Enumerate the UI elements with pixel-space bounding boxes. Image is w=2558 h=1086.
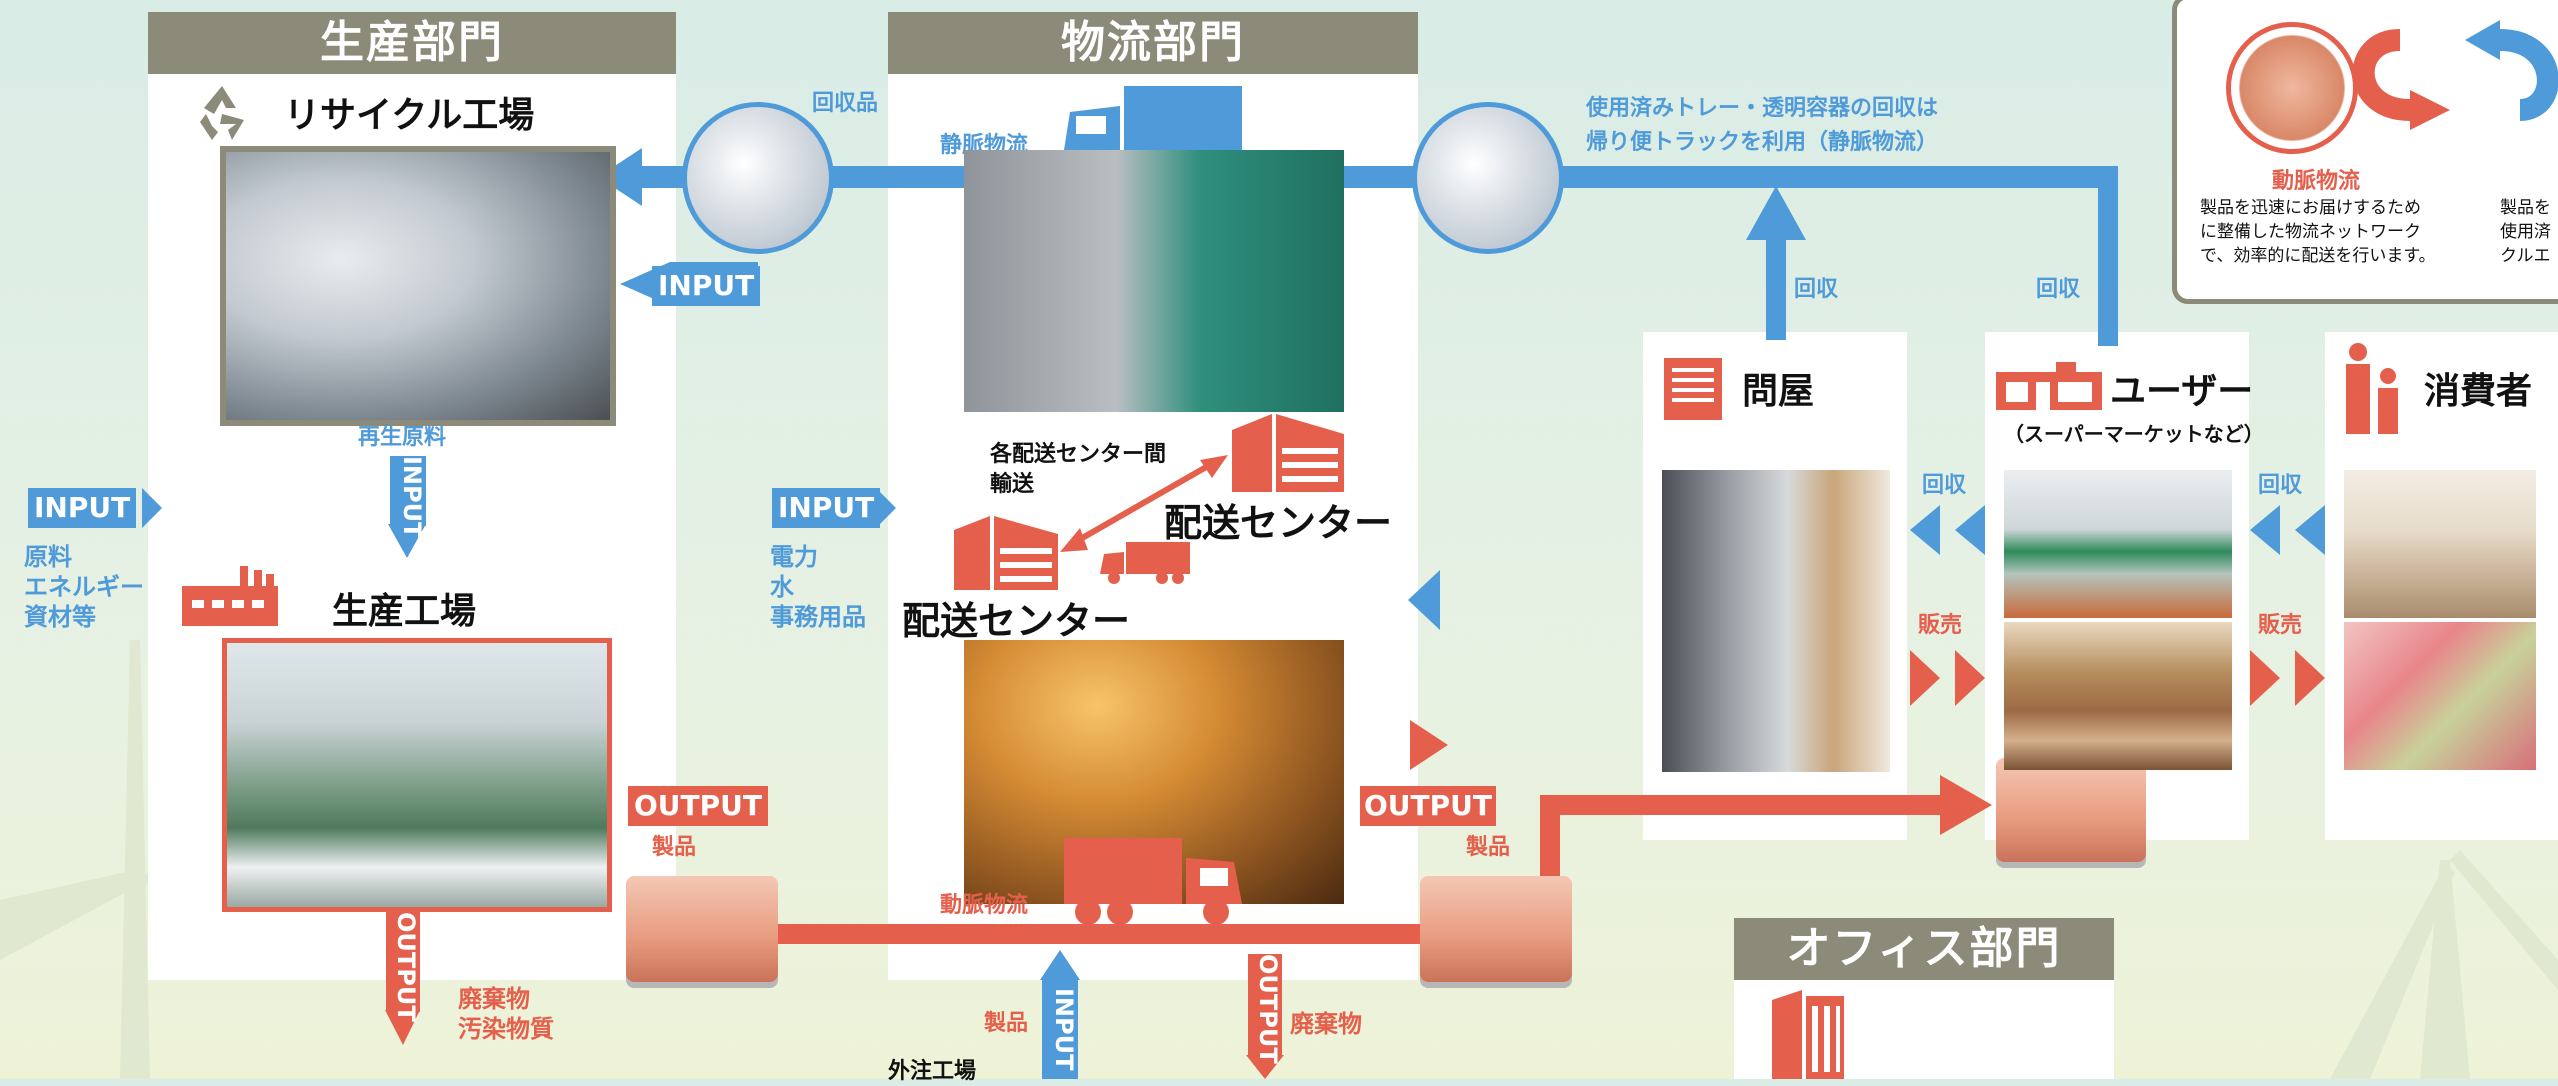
output-tag-logistics: OUTPUT	[1360, 786, 1496, 826]
sale-label-1: 販売	[1918, 613, 1963, 638]
input-item: 電力	[770, 543, 818, 571]
product-tray-stack-3	[1996, 758, 2146, 862]
recycle-plant-photo	[220, 146, 616, 426]
supermarket-photo	[2004, 622, 2232, 770]
collect-label-1: 回収	[1794, 277, 1839, 302]
wholesaler-photo	[1662, 470, 1890, 772]
office-header: オフィス部門	[1734, 918, 2114, 980]
product-tray-stack-1	[626, 876, 778, 982]
user-title: ユーザー	[2110, 371, 2254, 412]
output-tag-production-waste: OUTPUT	[386, 912, 420, 1022]
input-item: 資材等	[24, 603, 96, 631]
logistics-input-items: 電力 水 事務用品	[770, 542, 866, 632]
store-icon	[1996, 362, 2102, 410]
recycled-material-label: 再生原料	[358, 425, 447, 450]
legend-description: 製品を迅速にお届けするため に整備した物流ネットワーク で、効率的に配送を行いま…	[2200, 196, 2436, 268]
user-subtitle: （スーパーマーケットなど）	[2004, 422, 2264, 446]
input-tag-recycled-material: INPUT	[390, 456, 426, 538]
inter-center-line: 各配送センター間	[990, 442, 1167, 467]
collect-label-3: 回収	[1922, 473, 1967, 498]
recycle-icon	[192, 82, 252, 142]
logistics-product-out-label: 製品	[1466, 835, 1511, 860]
forward-logistics-label: 動脈物流	[940, 893, 1029, 918]
legend-line: に整備した物流ネットワーク	[2200, 222, 2421, 242]
legend-line: 製品を	[2500, 198, 2551, 218]
collect-label-2: 回収	[2036, 277, 2081, 302]
bento-photo	[2344, 622, 2536, 770]
return-note-line: 帰り便トラックを利用（静脈物流）	[1586, 130, 1939, 155]
collected-goods-label: 回収品	[812, 91, 879, 116]
return-note: 使用済みトレー・透明容器の回収は 帰り便トラックを利用（静脈物流）	[1586, 92, 1938, 160]
output-tag-logistics-waste: OUTPUT	[1248, 954, 1282, 1064]
distribution-center-icon-a	[954, 516, 1058, 590]
logistics-waste-label: 廃棄物	[1290, 1010, 1362, 1038]
inter-center-transport-label: 各配送センター間 輸送	[990, 440, 1166, 500]
production-input-items: 原料 エネルギー 資材等	[24, 542, 144, 632]
distribution-center-title-a: 配送センター	[902, 599, 1131, 643]
return-note-line: 使用済みトレー・透明容器の回収は	[1586, 96, 1939, 121]
office-building-icon	[1772, 990, 1844, 1079]
recycle-bins-photo	[2004, 470, 2232, 618]
collect-label-4: 回収	[2258, 473, 2303, 498]
output-tag-production: OUTPUT	[628, 786, 768, 826]
family-icon	[2344, 342, 2402, 434]
legend-title: 動脈物流	[2272, 169, 2361, 194]
factory-icon	[182, 566, 278, 626]
small-truck-icon	[1100, 542, 1190, 584]
waste-item: 廃棄物	[458, 985, 530, 1013]
logistics-product-in-label: 製品	[984, 1011, 1029, 1036]
collected-goods-circle-left	[682, 102, 834, 254]
truck-driver-photo	[964, 150, 1344, 412]
family-photo	[2344, 470, 2536, 618]
input-tag-production: INPUT	[28, 488, 137, 528]
input-item: 水	[770, 573, 794, 601]
inter-center-line: 輸送	[990, 472, 1035, 497]
distribution-center-title-b: 配送センター	[1164, 501, 1393, 545]
red-truck-icon	[1064, 838, 1244, 928]
recycle-plant-title: リサイクル工場	[284, 95, 535, 136]
distribution-center-icon-b	[1232, 414, 1344, 492]
input-item: エネルギー	[24, 573, 144, 601]
legend-line: 使用済	[2500, 222, 2551, 242]
legend-line: で、効率的に配送を行います。	[2200, 246, 2436, 266]
outsourced-factory-label: 外注工場	[888, 1059, 977, 1084]
input-item: 原料	[24, 543, 72, 571]
input-item: 事務用品	[770, 603, 866, 631]
input-tag-recycle: INPUT	[652, 266, 761, 306]
legend-description-2: 製品を 使用済 クルエ	[2500, 196, 2551, 268]
input-tag-logistics: INPUT	[772, 488, 881, 528]
collected-goods-circle-right	[1412, 102, 1564, 254]
production-product-label: 製品	[652, 835, 697, 860]
legend-line: 製品を迅速にお届けするため	[2200, 198, 2421, 218]
production-plant-title: 生産工場	[332, 591, 477, 632]
wholesaler-icon	[1664, 358, 1722, 420]
production-waste-items: 廃棄物 汚染物質	[458, 984, 554, 1044]
input-tag-outsourced: INPUT	[1042, 980, 1078, 1079]
waste-item: 汚染物質	[458, 1015, 554, 1043]
sale-label-2: 販売	[2258, 613, 2303, 638]
logistics-header: 物流部門	[888, 12, 1418, 74]
production-header: 生産部門	[148, 12, 676, 74]
wholesaler-title: 問屋	[1742, 371, 1815, 412]
legend-line: クルエ	[2500, 246, 2551, 266]
product-tray-stack-2	[1420, 876, 1572, 982]
consumer-title: 消費者	[2424, 371, 2533, 412]
legend-tray-circle	[2226, 22, 2358, 154]
production-plant-photo	[222, 638, 612, 912]
